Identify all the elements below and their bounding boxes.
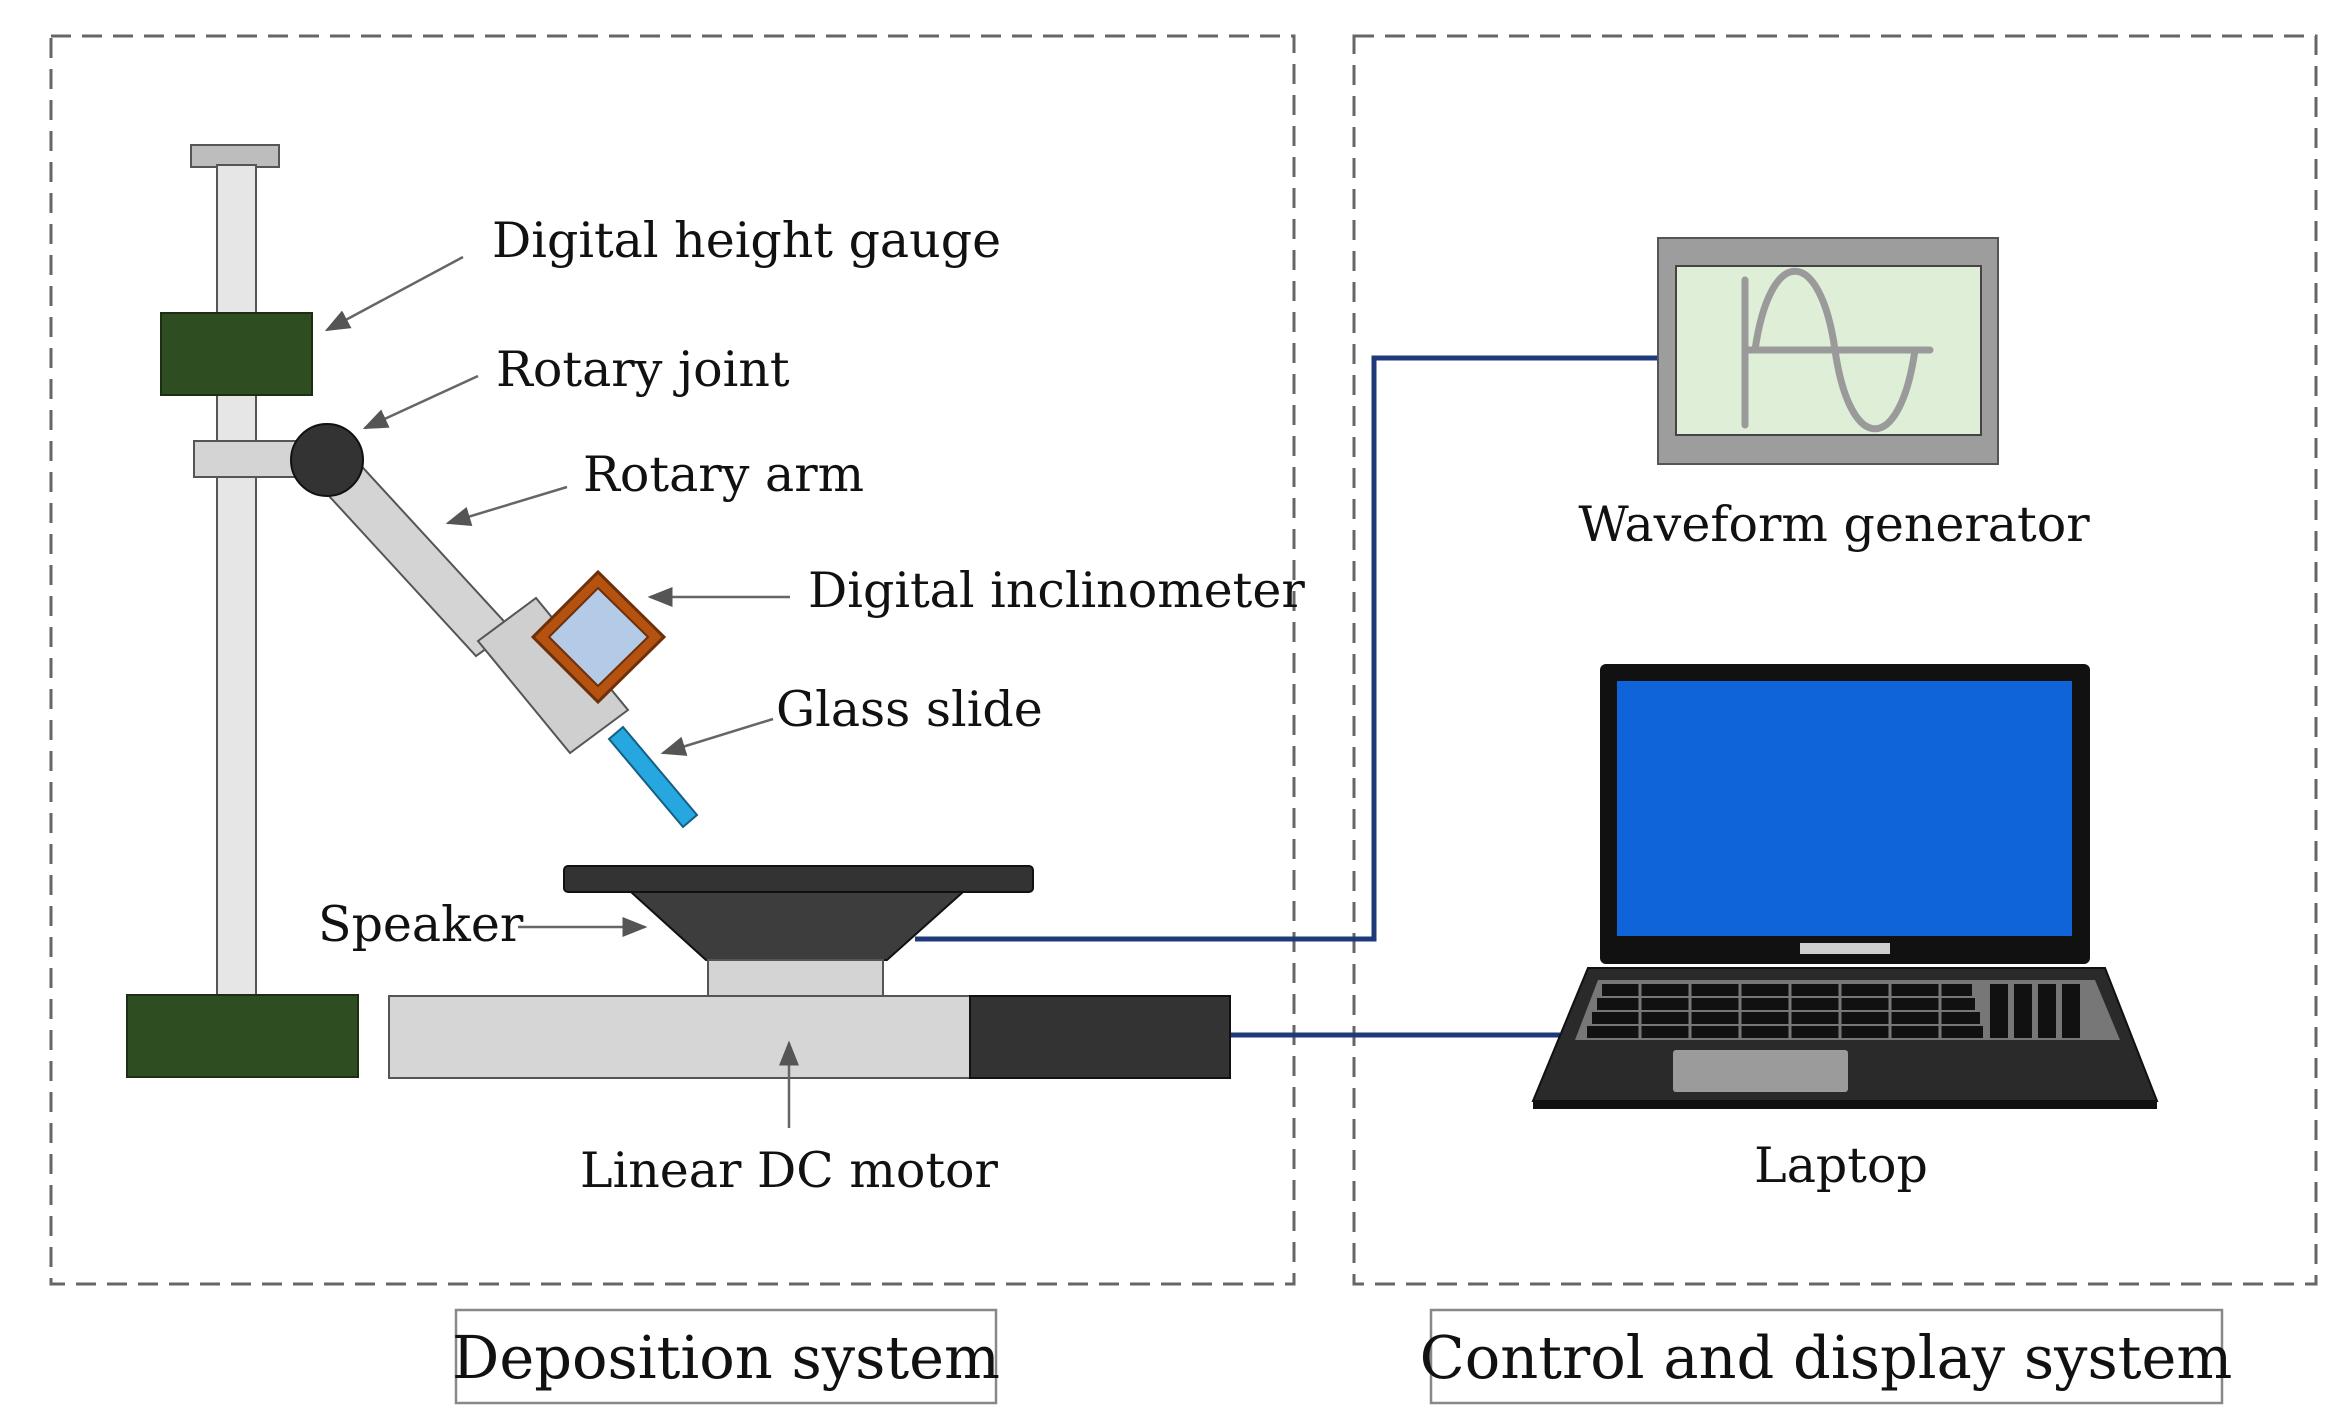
control-caption-box [1429,1308,2224,1405]
rotary-joint [290,423,364,497]
leader-arrows [324,255,799,1128]
label-rotary-joint: Rotary joint [496,341,790,398]
rotary-arm-assembly [290,423,699,829]
label-rotary-arm: Rotary arm [583,446,864,503]
height-gauge-arrow [324,255,464,332]
rotary-joint-arrow [362,374,479,430]
stand-base [126,994,359,1078]
glass-slide-arrow [660,717,774,756]
speaker-plate [563,865,1034,893]
label-digital-inclinometer: Digital inclinometer [808,562,1305,619]
slide-holder [476,596,630,755]
laptop [1531,664,2159,1109]
component-labels: Digital height gauge Rotary joint Rotary… [318,212,2090,1199]
stand-top-cap [190,144,280,168]
waveform-generator [1657,237,1999,465]
motor-rail [388,995,973,1079]
digital-height-gauge-block [160,312,313,396]
panel-captions: Deposition system Control and display sy… [452,1308,2233,1405]
stand-column [216,164,257,998]
label-glass-slide: Glass slide [776,681,1043,738]
laptop-display [1617,681,2072,936]
laptop-front-edge [1533,1101,2157,1109]
label-linear-dc-motor: Linear DC motor [580,1142,998,1199]
label-waveform-generator: Waveform generator [1578,496,2090,553]
control-panel-frame [1352,34,2318,1286]
control-caption: Control and display system [1420,1323,2233,1392]
deposition-panel-frame [49,34,1296,1286]
speaker [563,865,1034,997]
digital-inclinometer [530,569,667,705]
deposition-caption-box [454,1308,998,1405]
deposition-caption: Deposition system [452,1323,1000,1392]
linear-dc-motor [388,995,1231,1079]
speaker-cone [628,891,966,961]
rotary-arm-arrow [445,485,568,527]
glass-slide [607,725,699,829]
label-laptop: Laptop [1754,1137,1928,1194]
height-gauge-stand [126,144,359,1078]
rotary-joint-bracket [193,440,309,478]
label-digital-height-gauge: Digital height gauge [492,212,1001,269]
laptop-hinge-light [1800,943,1890,954]
laptop-touchpad [1673,1050,1848,1092]
sine-wave-icon [1741,268,1934,432]
speaker-to-waveform-cable [915,355,1660,942]
inclinometer-face [547,586,650,688]
cables [915,355,1660,1038]
motor-body [969,995,1231,1079]
label-speaker: Speaker [318,896,524,953]
speaker-base [707,959,884,997]
laptop-keyboard-gaps [1638,984,1942,1038]
